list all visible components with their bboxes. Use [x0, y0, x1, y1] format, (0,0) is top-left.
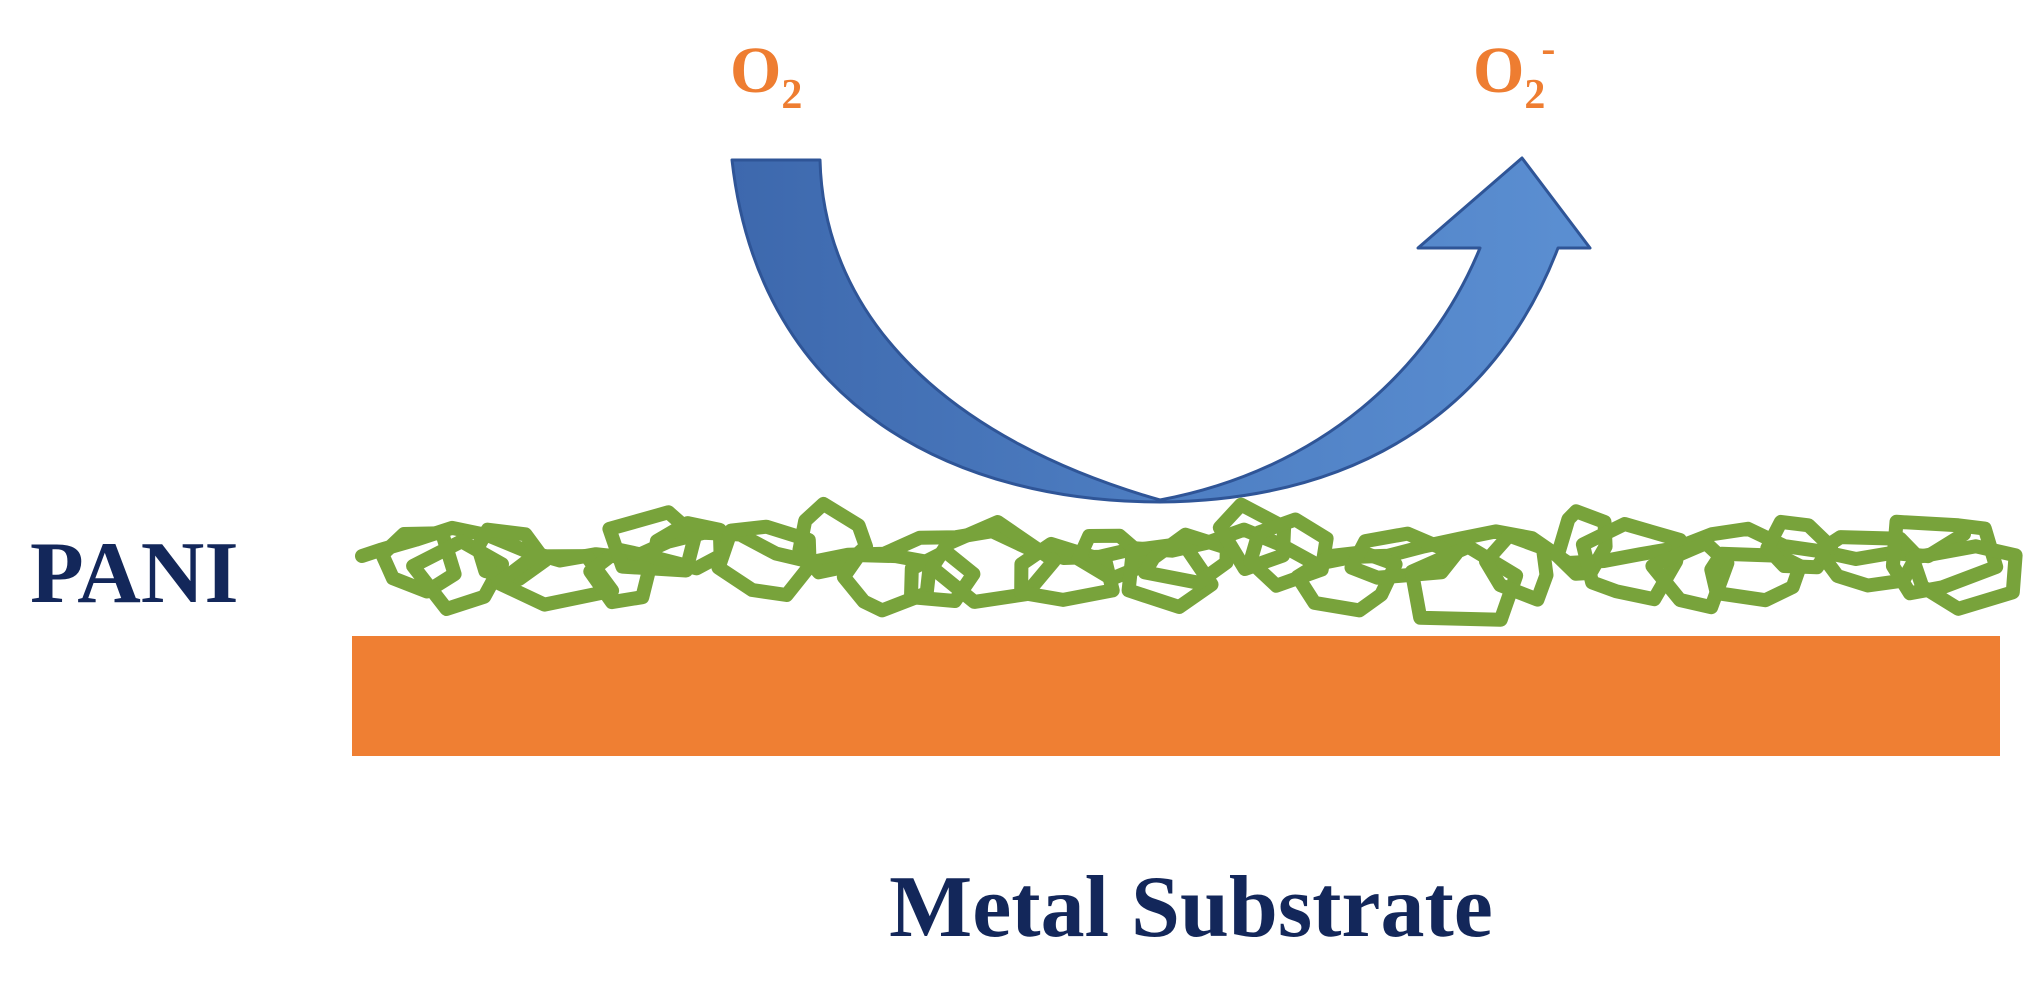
pani-loop [904, 544, 981, 608]
reaction-arrow [730, 156, 1592, 504]
pani-label: PANI [30, 525, 239, 622]
pani-loop [1212, 497, 1292, 576]
pani-loop [1290, 545, 1403, 618]
pani-loop [471, 522, 552, 586]
product-label: O2- [1473, 26, 1555, 118]
pani-loop [491, 549, 620, 612]
pani-loop [1243, 512, 1334, 593]
metal-substrate [352, 636, 2000, 756]
pani-loop [1479, 528, 1554, 607]
pani-loop [1014, 536, 1120, 607]
pani-loop [1645, 536, 1735, 615]
pani-loop [925, 515, 1061, 609]
reactant-label: O2 [730, 34, 802, 118]
substrate-label: Metal Substrate [889, 859, 1493, 956]
pani-coating [355, 496, 2023, 627]
pani-loop [1905, 539, 2023, 616]
